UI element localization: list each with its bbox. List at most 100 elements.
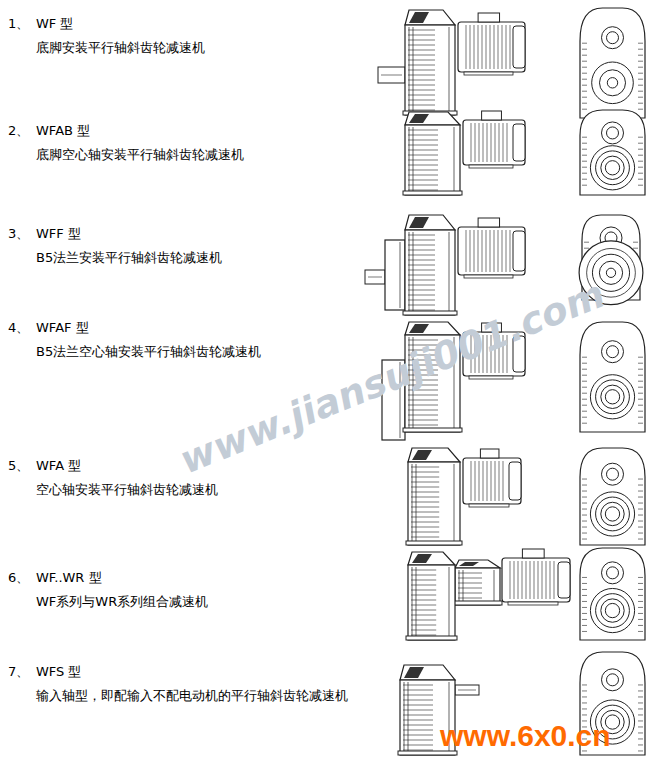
motor-endcap xyxy=(509,462,521,500)
cap-band xyxy=(404,667,424,678)
model-name: WFS 型 xyxy=(36,664,82,680)
terminal-box xyxy=(478,13,499,22)
front-rib xyxy=(582,625,587,626)
housing-rib xyxy=(408,240,435,241)
front-rib xyxy=(638,631,643,632)
front-rib xyxy=(638,103,643,104)
housing-rib xyxy=(408,305,435,306)
motor-fin xyxy=(466,230,467,272)
cap-band xyxy=(459,562,479,566)
front-rib xyxy=(638,479,643,480)
housing-foot xyxy=(403,428,462,432)
front-rib xyxy=(582,533,587,534)
motor-fin xyxy=(494,25,495,69)
output-shaft xyxy=(455,685,479,695)
output-circle xyxy=(590,146,634,190)
motor-body xyxy=(458,22,525,72)
housing-rib xyxy=(408,135,438,136)
housing-rib xyxy=(408,295,435,296)
motor-fin xyxy=(482,230,483,272)
front-rib xyxy=(638,161,643,162)
front-rib xyxy=(582,702,587,703)
front-rib xyxy=(638,363,643,364)
housing-edge xyxy=(408,682,409,753)
output-circle xyxy=(601,599,624,622)
housing-edge xyxy=(449,27,450,113)
motor-fin xyxy=(503,461,504,501)
housing-rib xyxy=(408,175,438,176)
output-circle xyxy=(599,261,622,284)
housing-foot xyxy=(403,191,462,195)
terminal-box xyxy=(522,549,544,558)
front-rib xyxy=(582,381,587,382)
housing-rib xyxy=(408,265,435,266)
housing-rib xyxy=(408,140,438,141)
motor-fin xyxy=(503,123,504,162)
front-rib xyxy=(638,497,643,498)
front-rib xyxy=(638,601,643,602)
shaft-key xyxy=(381,75,402,76)
housing-rib xyxy=(411,502,439,503)
front-rib xyxy=(582,714,587,715)
housing-cap xyxy=(405,112,460,125)
motor-fin xyxy=(502,25,503,69)
motor-foot xyxy=(464,275,513,278)
motor-fin xyxy=(471,461,472,501)
front-rib xyxy=(582,143,587,144)
housing-cap xyxy=(405,10,455,25)
front-rib xyxy=(582,497,587,498)
reducer-figure xyxy=(365,215,525,315)
output-circle xyxy=(605,161,619,175)
front-rib xyxy=(638,750,643,751)
motor-fin xyxy=(466,25,467,69)
front-rib xyxy=(638,417,643,418)
motor-fin xyxy=(478,25,479,69)
front-rib xyxy=(638,589,643,590)
front-rib xyxy=(582,393,587,394)
housing-rib xyxy=(411,570,436,571)
front-rib xyxy=(582,583,587,584)
front-rib xyxy=(638,619,643,620)
input-circle xyxy=(602,463,624,485)
housing-rib xyxy=(408,250,435,251)
terminal-box xyxy=(478,218,499,227)
motor-body xyxy=(502,558,570,602)
cap-band xyxy=(409,12,429,23)
housing-rib xyxy=(408,30,435,31)
item-number: 1、 xyxy=(8,16,29,32)
front-rib xyxy=(638,613,643,614)
front-rib xyxy=(582,613,587,614)
housing-rib xyxy=(408,110,435,111)
model-description: B5法兰空心轴安装平行轴斜齿轮减速机 xyxy=(36,344,261,360)
front-rib xyxy=(582,595,587,596)
housing-body xyxy=(405,25,455,115)
housing-rib xyxy=(403,745,433,746)
output-circle xyxy=(600,70,626,96)
front-rib xyxy=(633,248,638,249)
shaft-key xyxy=(368,277,382,278)
housing-rib xyxy=(403,725,433,726)
motor-fin xyxy=(550,561,551,599)
shaft-key xyxy=(458,690,476,691)
motor-fin xyxy=(510,561,511,599)
housing-body xyxy=(455,568,500,605)
housing-rib xyxy=(411,625,436,626)
input-circle xyxy=(607,32,619,44)
housing-edge xyxy=(409,232,410,313)
housing-rib xyxy=(408,420,438,421)
output-circle xyxy=(596,594,630,628)
front-rib xyxy=(638,173,643,174)
housing-rib xyxy=(408,75,435,76)
housing-edge xyxy=(412,464,413,543)
front-outline xyxy=(580,322,645,432)
item-number: 3、 xyxy=(8,226,29,242)
housing-foot xyxy=(406,636,457,640)
front-rib xyxy=(638,137,643,138)
front-rib xyxy=(582,73,587,74)
input-circle xyxy=(607,567,619,579)
motor-fin xyxy=(487,123,488,162)
cap-band xyxy=(412,450,432,460)
front-rib xyxy=(638,369,643,370)
